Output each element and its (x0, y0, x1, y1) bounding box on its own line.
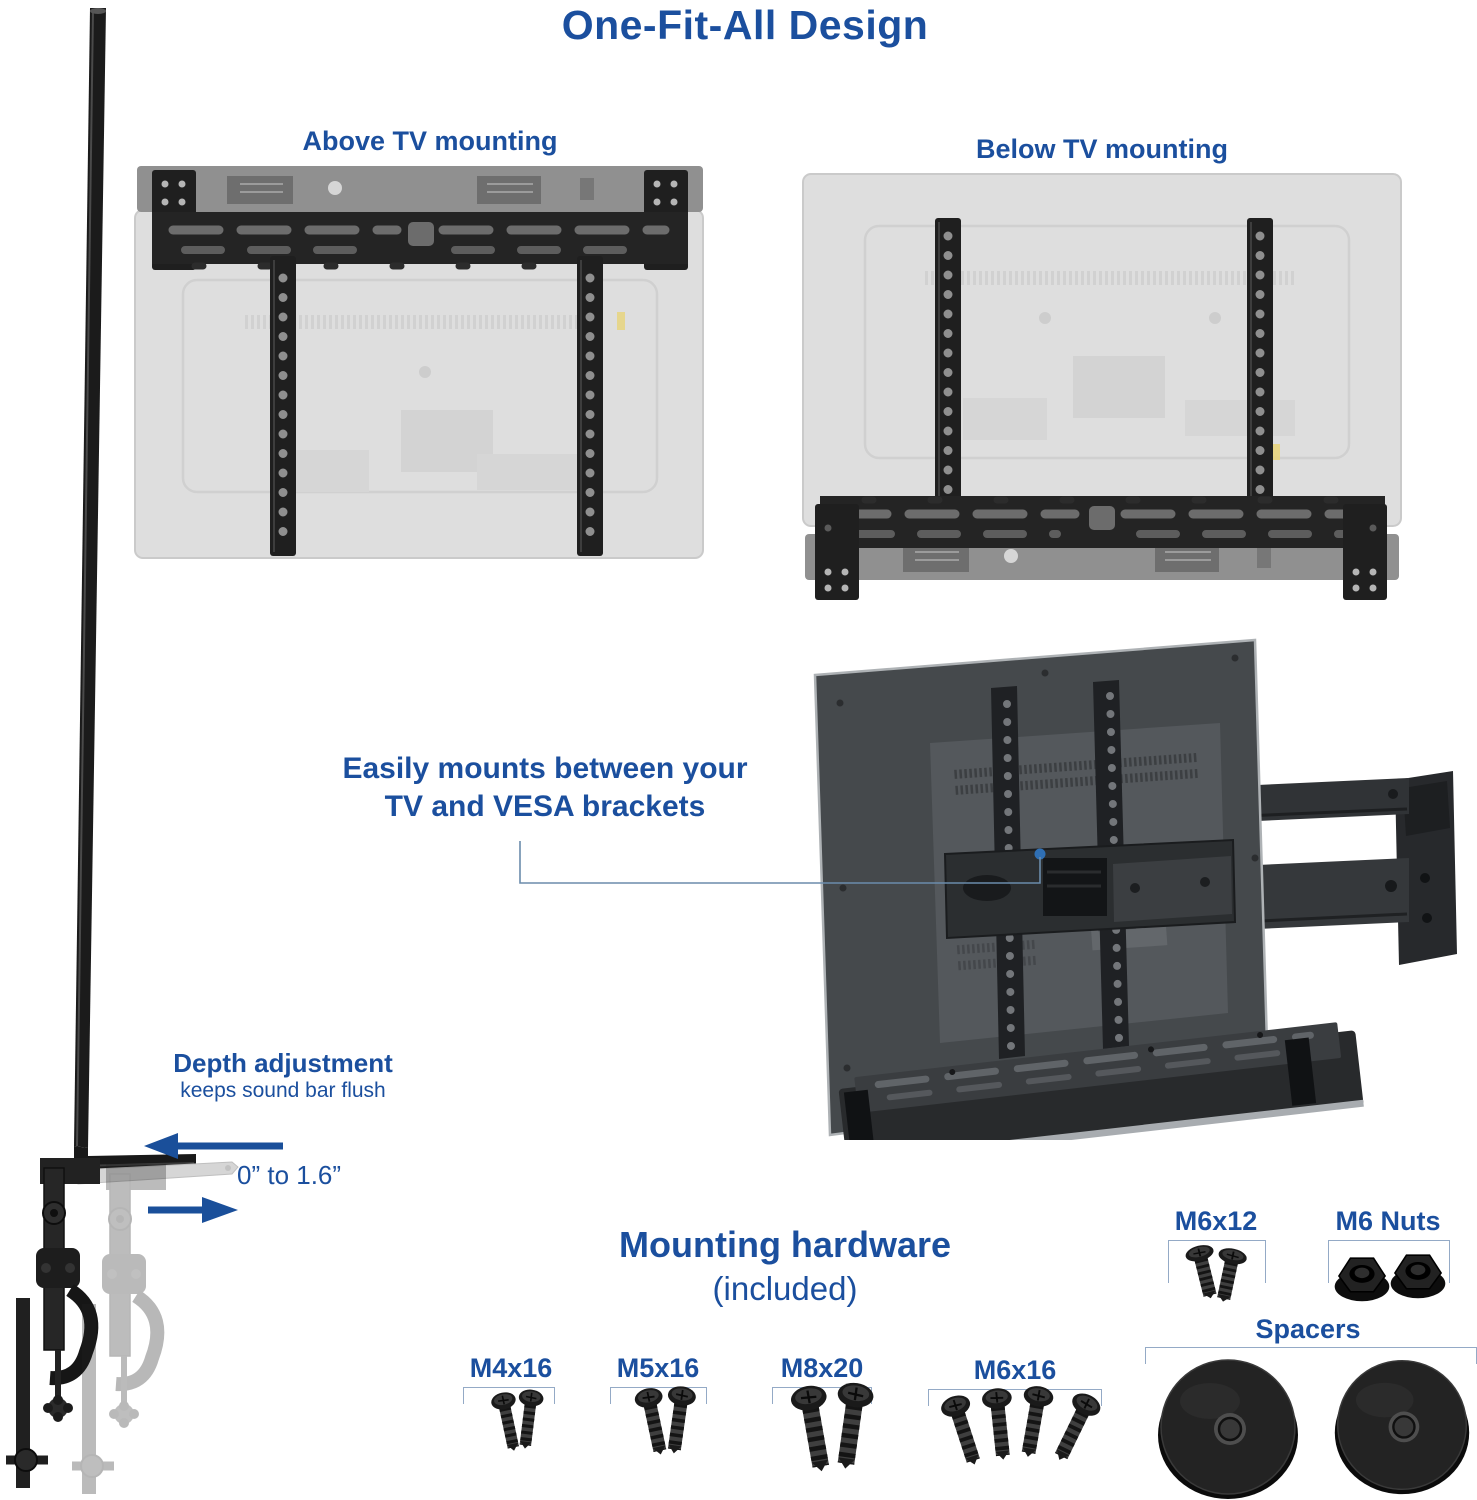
sound-bar (137, 166, 703, 212)
mount-plate (943, 838, 1237, 940)
bracket-m6nuts (1328, 1240, 1450, 1283)
hardware-m5x16 (633, 1385, 697, 1458)
vesa-rail-left (935, 218, 961, 516)
above-tv-illustration (134, 166, 704, 559)
vesa-note: Easily mounts between your TV and VESA b… (342, 750, 747, 826)
soundbar-mount-bar (820, 496, 1385, 548)
end-bracket-right (1343, 504, 1387, 600)
hardware-label-m5x16: M5x16 (616, 1353, 700, 1383)
hardware-graphics (440, 1140, 1471, 1500)
tv-back (802, 173, 1402, 527)
bracket-m5x16 (610, 1387, 707, 1404)
arrow-left-icon (144, 1133, 283, 1159)
hardware-label-m6x16: M6x16 (973, 1355, 1057, 1385)
tv-mount-photo (813, 638, 1457, 1140)
depth-note: Depth adjustment keeps sound bar flush (173, 1048, 393, 1103)
hardware-m8x20 (789, 1381, 875, 1475)
callout-line (519, 841, 1041, 884)
vesa-note-line1: Easily mounts between your (342, 752, 748, 785)
depth-title: Depth adjustment (173, 1048, 393, 1078)
hardware-subtitle: (included) (712, 1270, 858, 1307)
page-title: One-Fit-All Design (561, 2, 929, 48)
hardware-label-m8x20: M8x20 (780, 1353, 864, 1383)
vesa-rail-right (1247, 218, 1273, 516)
hardware-title: Mounting hardware (619, 1224, 951, 1265)
arrow-right-icon (148, 1197, 238, 1223)
bracket-m4x16 (463, 1387, 555, 1404)
depth-arrows (144, 1133, 283, 1223)
hardware-spacers (1156, 1358, 1471, 1500)
hardware-label-spacers: Spacers (1255, 1314, 1361, 1344)
depth-subtitle: keeps sound bar flush (180, 1079, 386, 1102)
bracket-m6x12 (1168, 1240, 1266, 1283)
side-rail-illustration (6, 8, 239, 1500)
hardware-m6-nuts (1333, 1254, 1447, 1302)
hardware-label-m4x16: M4x16 (469, 1353, 553, 1383)
callout-dot (1034, 848, 1046, 860)
end-bracket-left (815, 504, 859, 600)
vertical-rail-side-view (74, 8, 106, 1148)
hardware-label-m6x12: M6x12 (1174, 1206, 1258, 1236)
hardware-m6x16 (938, 1384, 1104, 1469)
vesa-rail-right (577, 256, 603, 556)
below-tv-illustration (802, 173, 1402, 600)
below-tv-label: Below TV mounting (976, 134, 1228, 164)
hardware-m4x16 (490, 1388, 545, 1453)
bracket-m6x16 (928, 1389, 1102, 1406)
hardware-m6x12 (1184, 1242, 1248, 1304)
vesa-note-line2: TV and VESA brackets (384, 790, 706, 823)
depth-range: 0” to 1.6” (237, 1160, 342, 1190)
sound-bar-assembly (838, 1022, 1364, 1140)
vesa-rail-left (270, 256, 296, 556)
above-tv-label: Above TV mounting (302, 126, 558, 156)
wall-plate (1395, 771, 1457, 965)
hardware-label-m6nuts: M6 Nuts (1335, 1206, 1441, 1236)
